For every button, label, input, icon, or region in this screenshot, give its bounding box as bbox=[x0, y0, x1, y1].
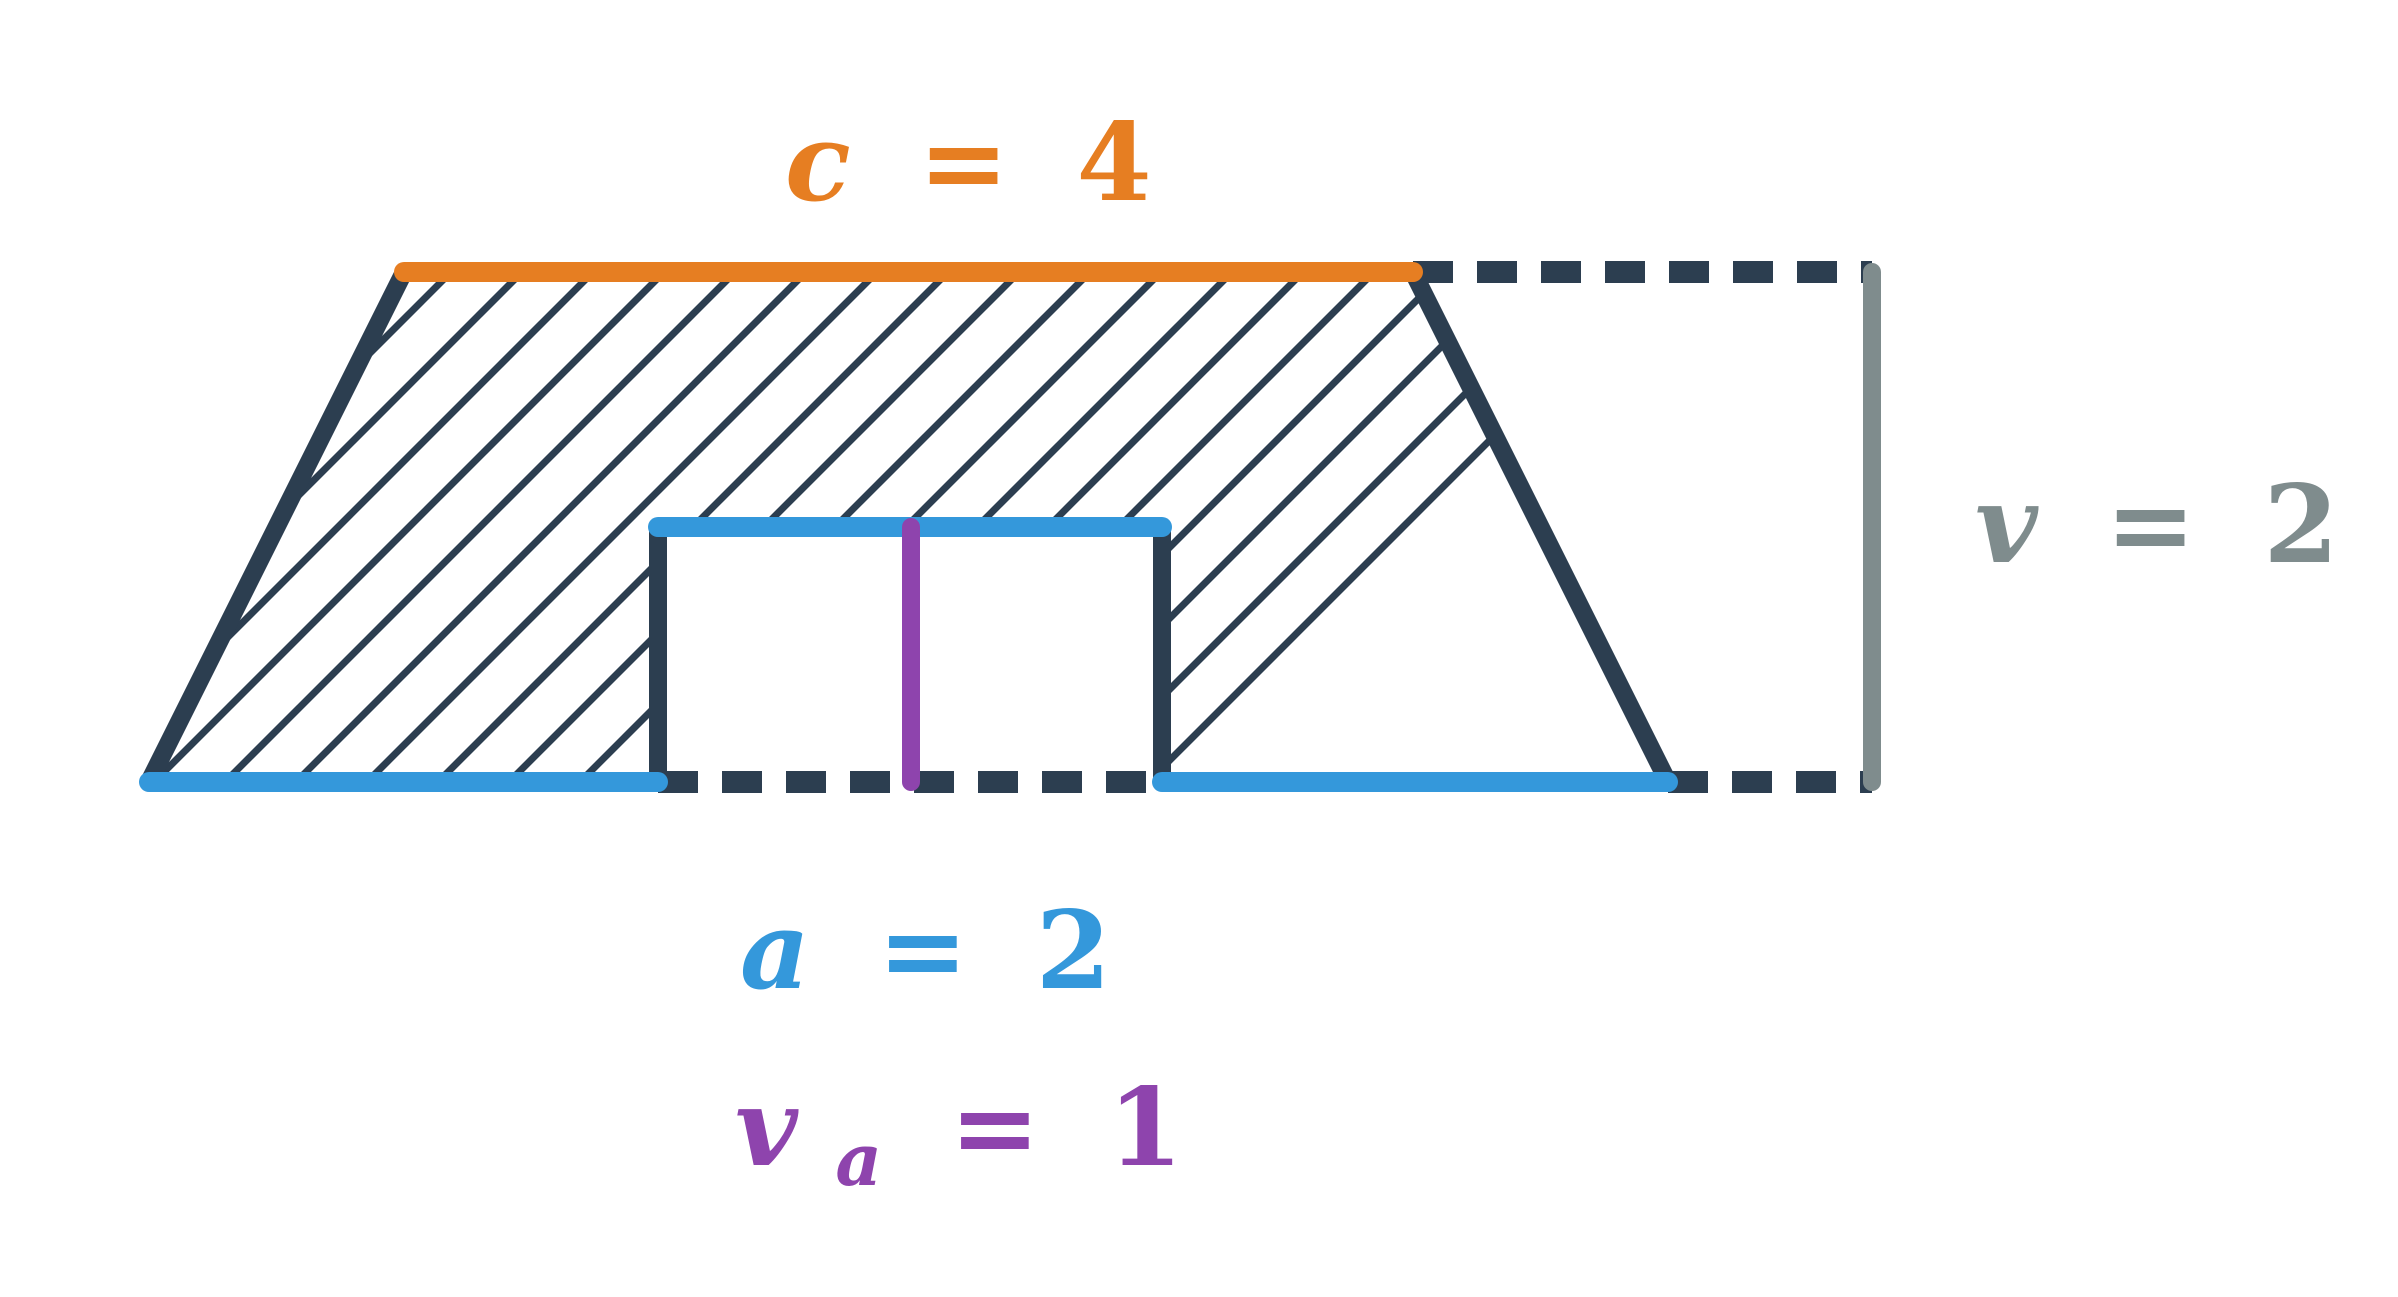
label-a-val: 2 bbox=[1036, 888, 1111, 1014]
hatch-line bbox=[149, 272, 454, 782]
right-leg bbox=[1404, 263, 1677, 791]
label-v-eq: = bbox=[2105, 462, 2196, 588]
hatch-line bbox=[222, 272, 738, 782]
label-va-eq: = bbox=[950, 1065, 1041, 1191]
label-va-var: v bbox=[735, 1065, 799, 1191]
label-va-val: 1 bbox=[1108, 1065, 1183, 1191]
label-v: v = 2 bbox=[1975, 462, 2339, 588]
left-leg bbox=[140, 263, 413, 791]
label-va-sub: a bbox=[835, 1117, 882, 1202]
label-v-val: 2 bbox=[2263, 462, 2338, 588]
label-c: c = 4 bbox=[785, 100, 1152, 226]
label-c-eq: = bbox=[918, 100, 1009, 226]
label-a-var: a bbox=[740, 888, 810, 1014]
hatch-line bbox=[364, 272, 880, 782]
hatch-line bbox=[151, 272, 667, 782]
label-a: a = 2 bbox=[740, 888, 1111, 1014]
label-va: v a = 1 bbox=[735, 1065, 1183, 1211]
hatch-line bbox=[293, 272, 809, 782]
label-c-val: 4 bbox=[1076, 100, 1151, 226]
label-a-eq: = bbox=[878, 888, 969, 1014]
label-c-var: c bbox=[785, 100, 851, 226]
label-v-var: v bbox=[1975, 462, 2039, 588]
